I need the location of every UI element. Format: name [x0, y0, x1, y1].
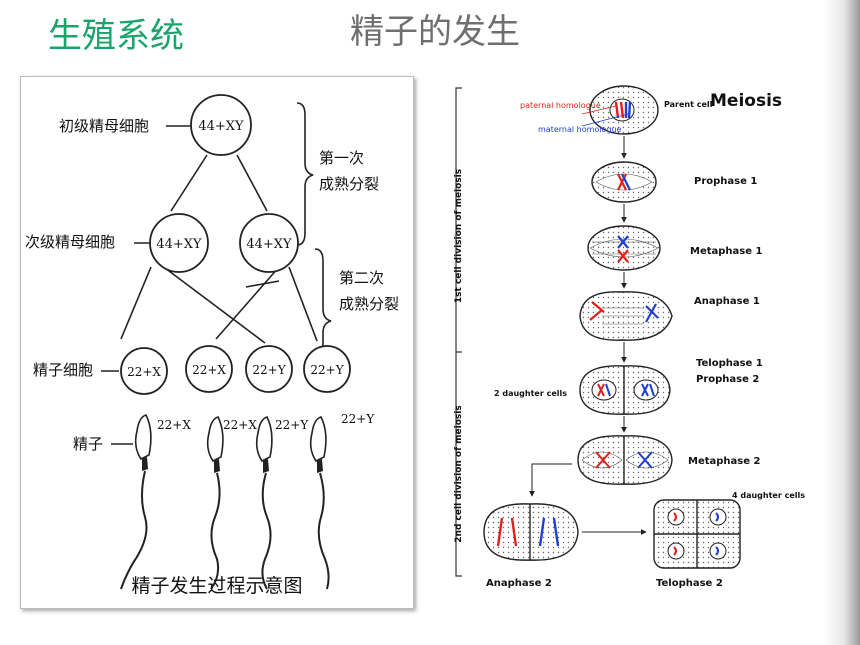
slide-title: 生殖系统 — [48, 16, 184, 56]
spermatid-chromosomes-2: 22+X — [192, 363, 226, 377]
prophase1-label: Prophase 1 — [694, 176, 757, 187]
first-division-brace — [296, 102, 314, 246]
spermatogenesis-diagram: 初级精母细胞 44+XY 第一次 成熟分裂 次级精母细胞 44+XY 44+XY… — [20, 76, 414, 609]
first-division-label-2: 成熟分裂 — [319, 175, 379, 193]
secondary-chromosomes-2: 44+XY — [246, 237, 292, 252]
second-division-label: 2nd cell division of meiosis — [454, 405, 464, 542]
prophase1-cell — [591, 161, 657, 203]
secondary-spermatocyte-cell-2 — [239, 213, 299, 273]
sperm-2 — [206, 416, 224, 590]
sperm-chromosomes-1: 22+X — [157, 418, 191, 432]
parent-cell-label: Parent cell — [664, 100, 713, 109]
telophase2-cells — [653, 499, 741, 569]
spermatid-cells: 22+X 22+X 22+Y 22+Y — [120, 345, 351, 395]
division-bracket — [455, 87, 462, 577]
secondary-chromosomes-1: 44+XY — [156, 237, 202, 252]
four-daughter-cells-label: 4 daughter cells — [732, 491, 805, 500]
spermatid-cell-2 — [185, 345, 233, 393]
slide-subtitle: 精子的发生 — [350, 12, 520, 52]
spermatid-chromosomes-3: 22+Y — [252, 363, 286, 377]
second-division-label-1: 第二次 — [339, 269, 384, 287]
sperm-1 — [120, 414, 152, 590]
primary-spermatocyte-cell — [190, 94, 252, 156]
lineage-lines — [120, 154, 318, 344]
spermatid-label: 精子细胞 — [33, 361, 93, 379]
sperm-label: 精子 — [73, 435, 103, 453]
sperm-chromosomes-4: 22+Y — [341, 412, 375, 426]
meiosis-svg: 1st cell division of meiosis 2nd cell di… — [454, 85, 805, 589]
spermatid-cell-3 — [245, 345, 293, 393]
anaphase1-label: Anaphase 1 — [694, 296, 760, 307]
anaphase1-cell — [579, 291, 673, 341]
second-division-brace — [314, 248, 332, 356]
meiosis-diagram: 1st cell division of meiosis 2nd cell di… — [432, 76, 812, 607]
slide-edge-shadow — [824, 0, 860, 645]
secondary-spermatocyte-cell-1 — [149, 213, 209, 273]
metaphase1-cell — [587, 225, 661, 271]
primary-spermatocyte-label: 初级精母细胞 — [59, 117, 149, 135]
primary-chromosomes: 44+XY — [198, 119, 244, 134]
second-division-label-2: 成熟分裂 — [339, 295, 399, 313]
maternal-homologue-label: maternal homologue — [538, 125, 622, 134]
telophase1-cell — [579, 365, 671, 415]
spermatid-cell-1 — [120, 347, 168, 395]
meiosis-title: Meiosis — [710, 91, 782, 111]
spermatogenesis-svg: 初级精母细胞 44+XY 第一次 成熟分裂 次级精母细胞 44+XY 44+XY… — [25, 94, 399, 597]
spermatid-chromosomes-4: 22+Y — [310, 363, 344, 377]
parent-cell — [589, 85, 659, 135]
telophase1-label: Telophase 1 — [696, 358, 763, 369]
telophase2-label: Telophase 2 — [656, 578, 723, 589]
first-division-label-1: 第一次 — [319, 149, 364, 167]
spermatid-chromosomes-1: 22+X — [127, 365, 161, 379]
two-daughter-cells-label: 2 daughter cells — [494, 389, 567, 398]
prophase2-label: Prophase 2 — [696, 374, 759, 385]
anaphase2-cell — [483, 503, 579, 561]
paternal-homologue-label: paternal homologue — [520, 101, 601, 110]
anaphase2-label: Anaphase 2 — [486, 578, 552, 589]
sperm-3 — [255, 416, 273, 590]
metaphase2-cell — [577, 435, 673, 485]
metaphase1-label: Metaphase 1 — [690, 246, 763, 257]
metaphase2-label: Metaphase 2 — [688, 456, 761, 467]
first-division-label: 1st cell division of meiosis — [454, 169, 464, 303]
secondary-spermatocyte-label: 次级精母细胞 — [25, 233, 115, 251]
sperm-chromosomes-3: 22+Y — [275, 418, 309, 432]
sperm-4 — [309, 416, 330, 590]
spermatogenesis-caption: 精子发生过程示意图 — [131, 575, 302, 597]
sperm-cells: 22+X 22+X 22+Y 22+Y — [120, 412, 375, 590]
sperm-chromosomes-2: 22+X — [223, 418, 257, 432]
spermatid-cell-4 — [303, 345, 351, 393]
